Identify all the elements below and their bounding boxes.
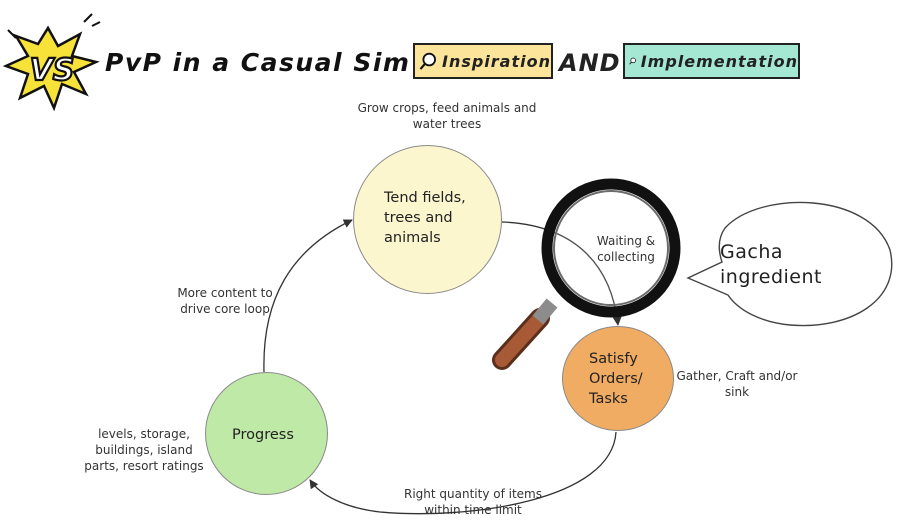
gacha-callout-text: Gacha ingredient [720,241,822,288]
label-grow-crops: Grow crops, feed animals and water trees [357,101,537,131]
arrow-satisfy-to-progress [309,431,617,515]
page-title: PvP in a Casual Sim : [105,48,433,77]
arrow-progress-to-tend [263,219,353,373]
inspiration-tag-label: Inspiration [441,51,551,71]
node-progress-label: Progress [232,427,294,443]
node-tend-fields: Tend fields, trees and animals [353,145,502,294]
and-connector: AND [559,49,621,77]
search-icon [629,57,636,65]
node-progress: Progress [205,372,328,495]
implementation-tag-label: Implementation [640,51,798,71]
label-gather-craft: Gather, Craft and/or sink [676,369,798,399]
node-satisfy-orders: Satisfy Orders/ Tasks [562,326,674,431]
inspiration-tag: Inspiration [413,43,553,79]
node-tend-label: Tend fields, trees and animals [384,190,466,246]
label-more-content: More content to drive core loop [177,286,273,316]
magnifying-glass-icon [492,178,681,370]
label-right-quantity: Right quantity of items within time limi… [404,487,542,517]
implementation-tag: Implementation [623,43,800,79]
label-levels-storage: levels, storage, buildings, island parts… [84,427,204,473]
search-icon [419,52,436,70]
node-satisfy-label: Satisfy Orders/ Tasks [589,351,643,407]
gacha-speech-bubble [686,201,893,327]
vs-burst-icon: VS [2,13,101,112]
vs-badge-text: VS [30,53,75,88]
label-waiting-collecting: Waiting & collecting [596,234,656,264]
